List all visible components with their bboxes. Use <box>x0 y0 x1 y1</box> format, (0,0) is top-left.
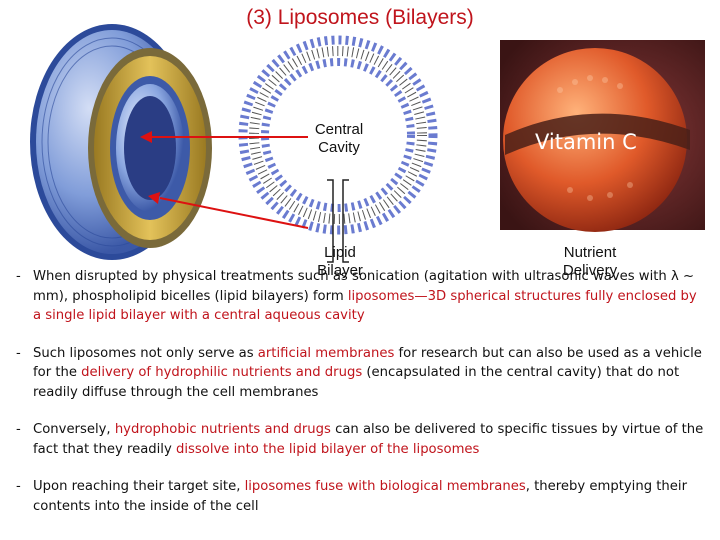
liposome-figure <box>30 24 705 263</box>
nutrient-delivery-label: Nutrient Delivery <box>545 244 635 280</box>
cavity-arrow <box>140 131 308 143</box>
lipid-bilayer-label-line-2: Bilayer <box>317 262 363 279</box>
bullet-text: , thereby emptying their contents into t… <box>33 479 687 514</box>
bullet-text: When disrupted by physical treatments su… <box>33 269 695 304</box>
bullet-list: - When disrupted by physical treatments … <box>16 267 706 516</box>
bullet-hydrophobic-delivery: - Conversely, hydrophobic nutrients and … <box>16 420 706 459</box>
bullet-highlight: hydrophobic nutrients and drugs <box>114 422 331 437</box>
bullet-text: Such liposomes not only serve as <box>33 345 258 361</box>
lipid-bilayer-label-line-1: Lipid <box>324 244 356 261</box>
bullet-highlight: artificial membranes <box>257 345 395 361</box>
bullet-membrane-fusion: - Upon reaching their target site, lipos… <box>16 477 706 516</box>
bullet-dash: - <box>16 345 21 361</box>
bilayer-arrow <box>148 192 309 229</box>
bullet-sonication: - When disrupted by physical treatments … <box>16 267 706 326</box>
bullet-dash: - <box>16 422 21 437</box>
bullet-dash: - <box>16 479 21 494</box>
bullet-text: for research but can also be used as a v… <box>33 345 702 381</box>
lipid-bilayer-label: Lipid Bilayer <box>300 244 380 280</box>
bullet-highlight: liposomes fuse with biological membranes <box>244 479 526 494</box>
central-cavity-label: Central Cavity <box>303 121 375 157</box>
bullet-highlight: delivery of hydrophilic nutrients and dr… <box>81 365 363 380</box>
slide-title: (3) Liposomes (Bilayers) <box>246 6 474 29</box>
nutrient-delivery-label-line-1: Nutrient <box>563 244 617 261</box>
bullet-text: can also be delivered to specific tissue… <box>33 422 704 457</box>
bullet-highlight: liposomes—3D spherical structures fully … <box>33 288 697 324</box>
bullet-artificial-membranes: - Such liposomes not only serve as artif… <box>16 344 706 403</box>
vitamin-c-sphere-illustration <box>500 40 705 232</box>
bullet-text: (encapsulated in the central cavity) tha… <box>33 365 680 400</box>
bullet-text: Upon reaching their target site, <box>33 479 245 494</box>
bullet-text: Conversely, <box>33 422 115 437</box>
bullet-dash: - <box>16 269 21 284</box>
bilayer-bracket <box>327 179 349 263</box>
liposome-diagram <box>238 35 438 235</box>
bullet-highlight: dissolve into the lipid bilayer of the l… <box>175 441 480 457</box>
central-cavity-label-line-1: Central <box>314 121 364 138</box>
nutrient-delivery-label-line-2: Delivery <box>562 262 618 279</box>
vitamin-c-label: Vitamin C <box>535 130 637 154</box>
liposome-cutaway-illustration <box>30 24 212 260</box>
central-cavity-label-line-2: Cavity <box>318 139 360 156</box>
